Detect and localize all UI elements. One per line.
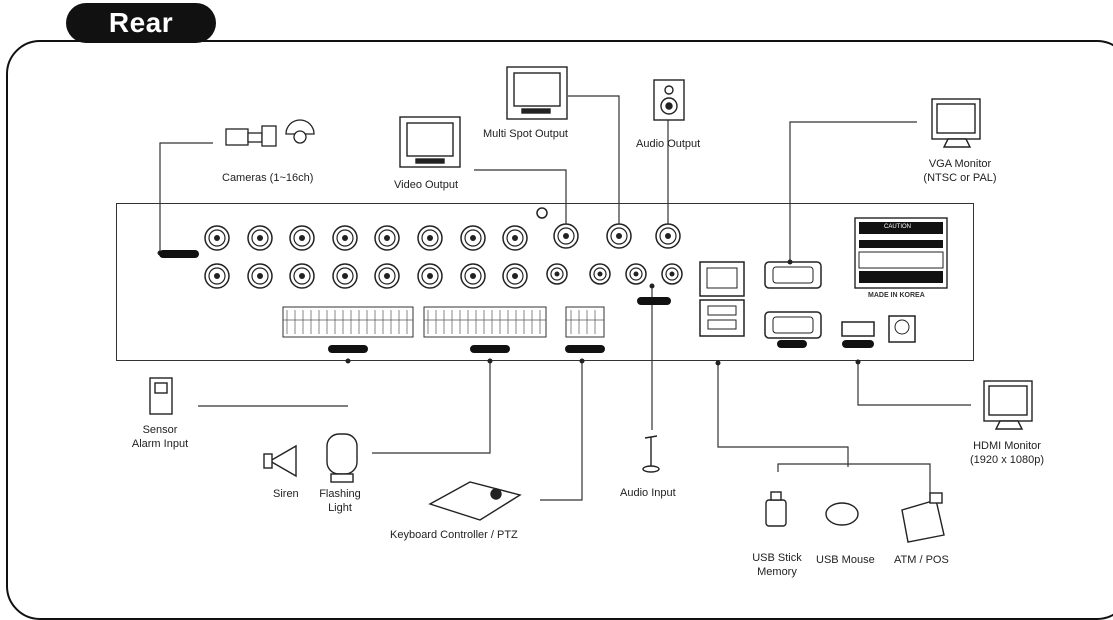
usb-stick-label-line1: USB Stick bbox=[752, 552, 802, 564]
connection-lines bbox=[159, 95, 971, 501]
hdmi-monitor-label-line2: (1920 x 1080p) bbox=[970, 454, 1044, 466]
vga-monitor-label-line2: (NTSC or PAL) bbox=[923, 172, 997, 184]
usb-ports bbox=[699, 299, 745, 337]
rs485-tag bbox=[565, 345, 605, 353]
serial-tag bbox=[777, 340, 807, 348]
flashing-light-label-line1: Flashing bbox=[319, 488, 361, 500]
usb-mouse-label: USB Mouse bbox=[816, 554, 875, 566]
sensor-label: Sensor Alarm Input bbox=[120, 423, 200, 451]
cameras-label: Cameras (1~16ch) bbox=[222, 172, 314, 184]
alarm-terminals bbox=[282, 306, 605, 338]
caution-text: CAUTION bbox=[884, 224, 911, 230]
vga-monitor-label: VGA Monitor (NTSC or PAL) bbox=[920, 157, 1000, 185]
camera-icon bbox=[225, 119, 315, 147]
usb-mouse-icon bbox=[825, 502, 859, 526]
video-output-label: Video Output bbox=[394, 179, 459, 191]
hdmi-monitor-label: HDMI Monitor (1920 x 1080p) bbox=[962, 439, 1052, 467]
sensor-label-line1: Sensor bbox=[142, 424, 178, 436]
camera-input-tag bbox=[159, 250, 199, 258]
spot-out-bnc bbox=[606, 223, 632, 249]
usb-stick-label: USB Stick Memory bbox=[746, 551, 808, 579]
camera-bnc-row-top bbox=[204, 225, 528, 251]
atm-pos-icon bbox=[901, 492, 945, 543]
hdmi-monitor-label-line1: HDMI Monitor bbox=[973, 440, 1041, 452]
audio-input-label: Audio Input bbox=[620, 487, 676, 499]
siren-icon bbox=[263, 444, 297, 478]
video-out-bnc bbox=[553, 223, 579, 249]
sensor-label-line2: Alarm Input bbox=[131, 438, 189, 450]
vga-monitor-icon bbox=[931, 98, 981, 148]
rear-tab: Rear bbox=[66, 3, 216, 43]
siren-label: Siren bbox=[273, 488, 299, 500]
camera-bnc-row-bottom bbox=[204, 263, 528, 289]
audio-out-jack bbox=[655, 223, 681, 249]
hdmi-port bbox=[841, 321, 875, 337]
sensor-icon bbox=[149, 377, 173, 415]
hdmi-tag bbox=[842, 340, 874, 348]
connection-diagram bbox=[149, 66, 1033, 543]
flashing-light-label-line2: Light bbox=[328, 502, 352, 514]
audio-in-tag bbox=[637, 297, 671, 305]
keyboard-controller-label: Keyboard Controller / PTZ bbox=[390, 529, 518, 541]
usb-stick-label-line2: Memory bbox=[757, 566, 797, 578]
made-in-label: MADE IN KOREA bbox=[868, 292, 925, 299]
microphone-icon bbox=[642, 435, 660, 473]
usb-stick-icon bbox=[765, 491, 787, 527]
keyboard-controller-icon bbox=[428, 481, 522, 521]
multi-spot-output-label: Multi Spot Output bbox=[483, 128, 568, 140]
flashing-light-label: Flashing Light bbox=[310, 487, 370, 515]
video-output-monitor-icon bbox=[399, 116, 461, 168]
alarm-tag-1 bbox=[328, 345, 368, 353]
hdmi-monitor-icon bbox=[983, 380, 1033, 430]
vga-monitor-label-line1: VGA Monitor bbox=[928, 158, 992, 170]
speaker-icon bbox=[653, 79, 685, 121]
spot-output-monitor-icon bbox=[506, 66, 568, 120]
alarm-tag-2 bbox=[470, 345, 510, 353]
atm-pos-label: ATM / POS bbox=[894, 554, 949, 566]
flashing-light-icon bbox=[326, 433, 358, 483]
audio-output-label: Audio Output bbox=[636, 138, 701, 150]
